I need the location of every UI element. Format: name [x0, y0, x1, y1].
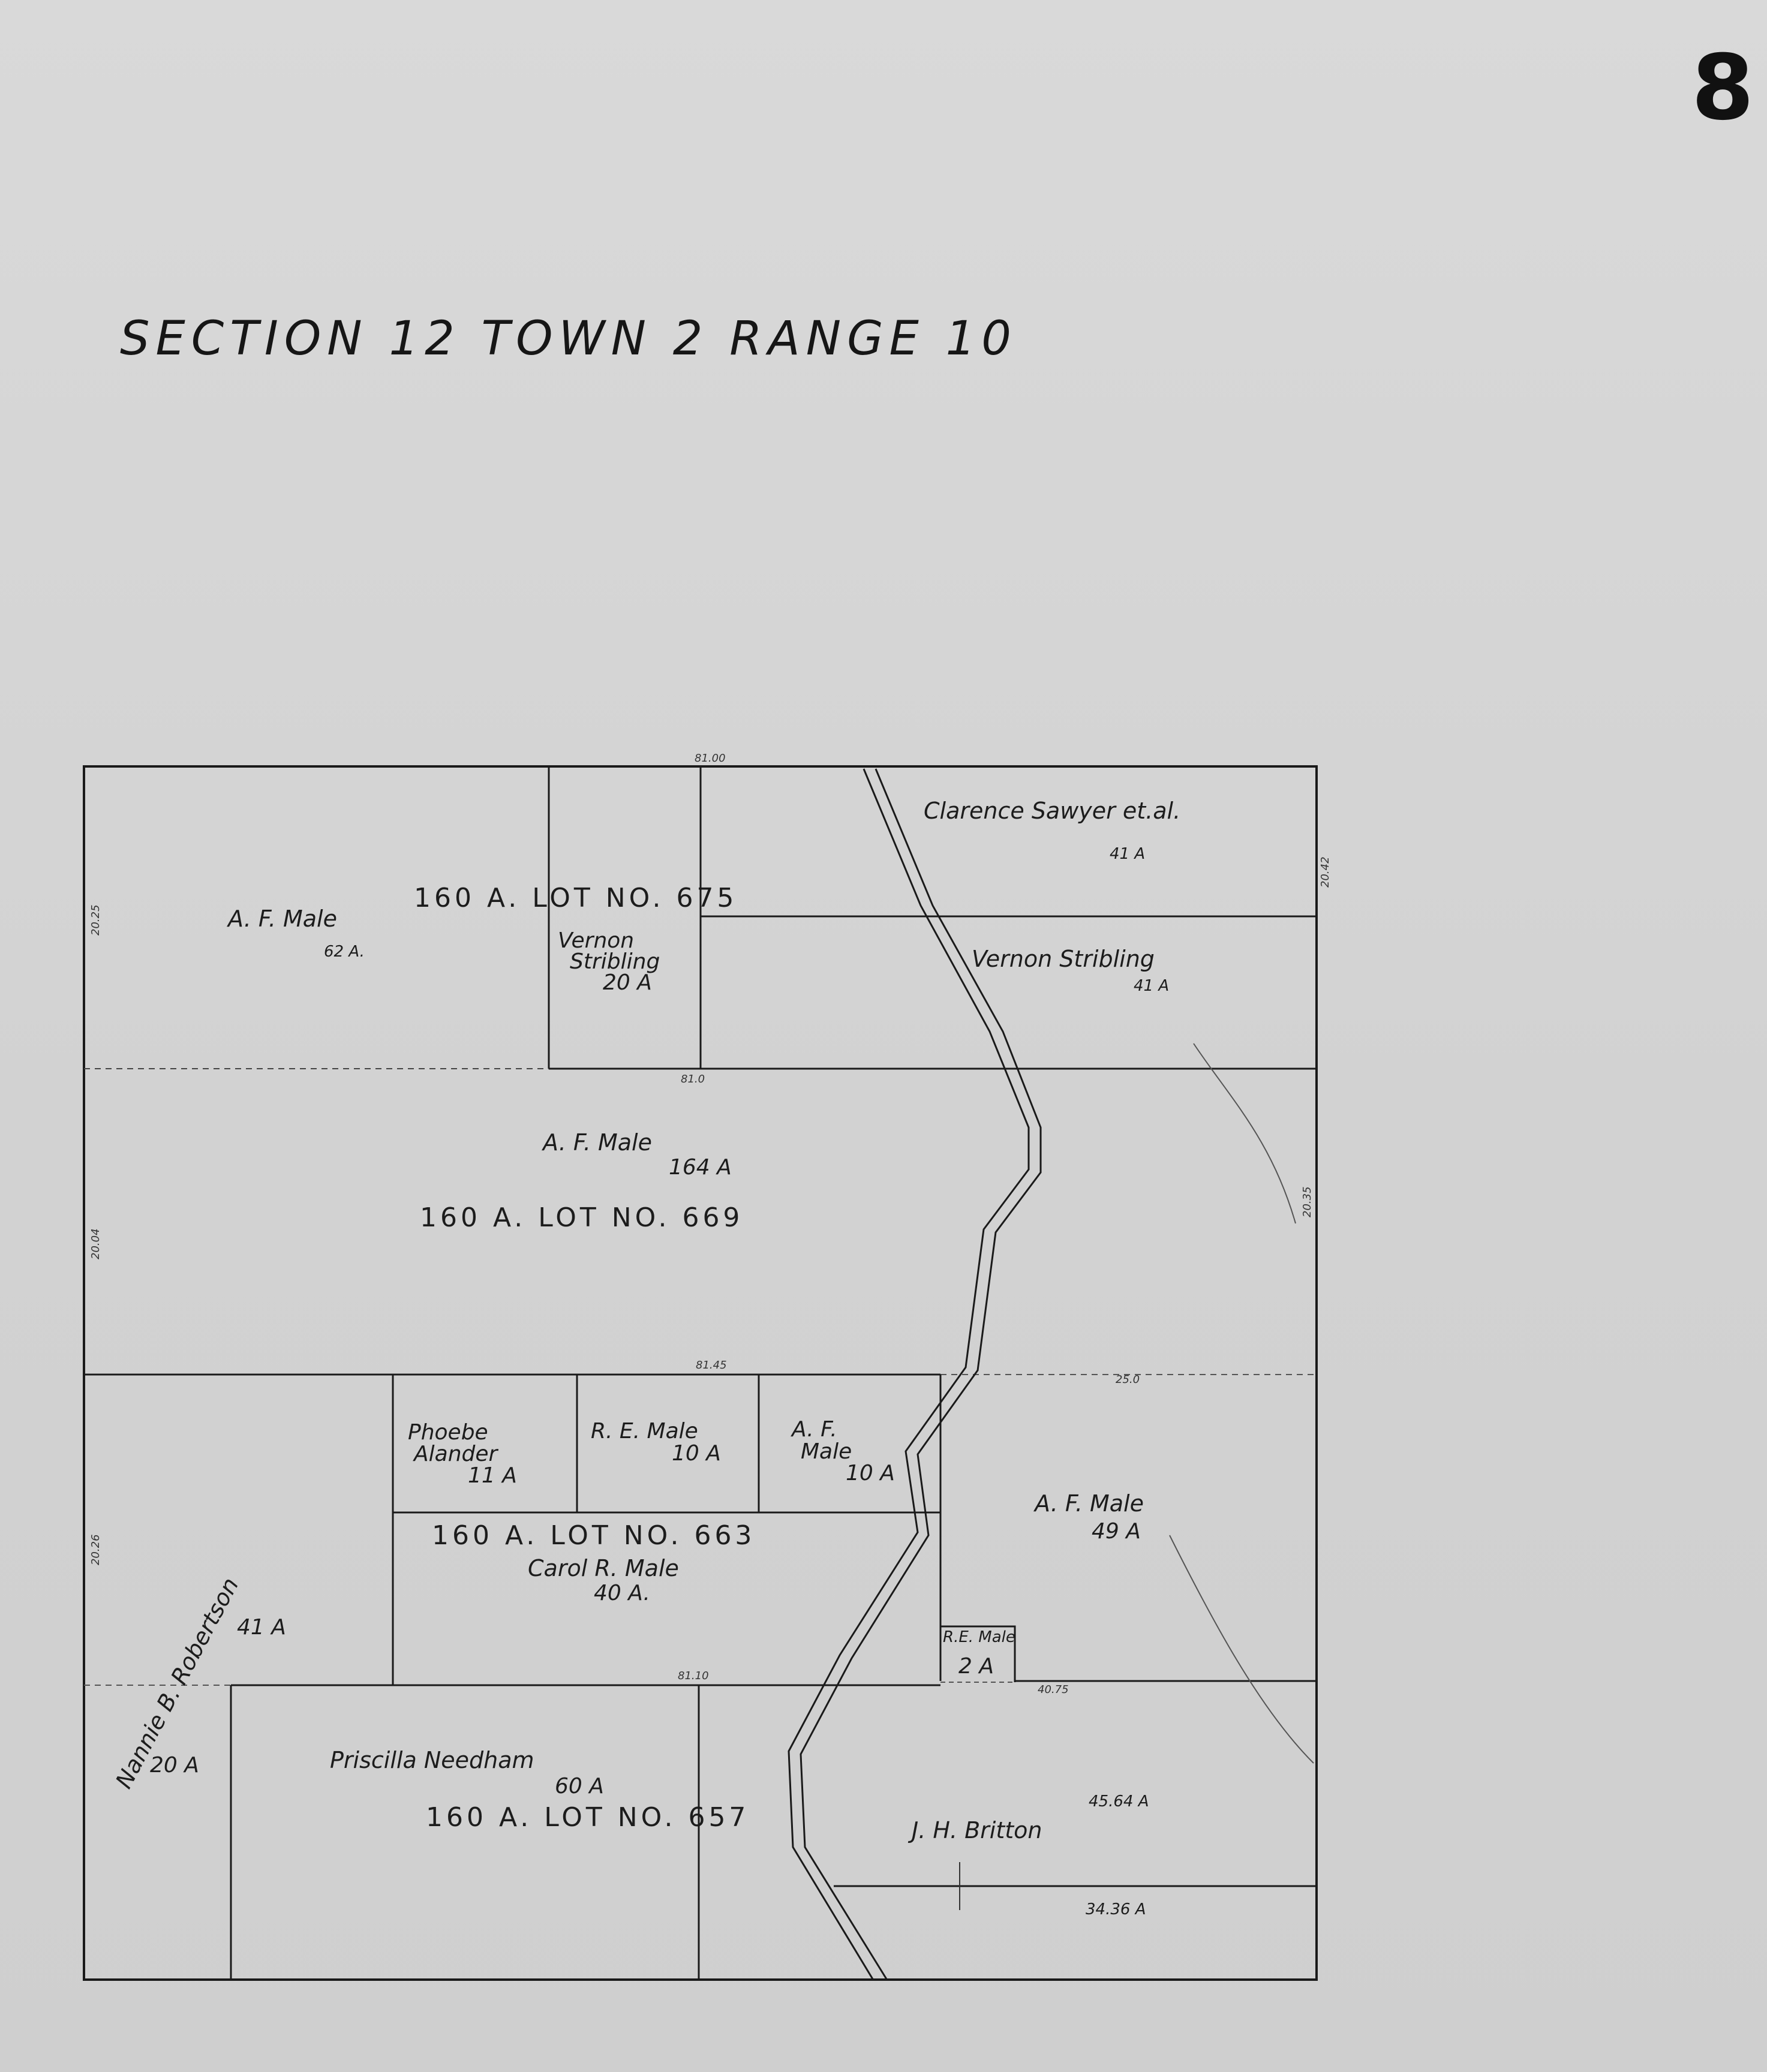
lot-669-label: 160 A. LOT NO. 669 [420, 1202, 743, 1233]
owner-stribling-41: Vernon Stribling [972, 946, 1155, 972]
measure-top: 81.00 [695, 752, 726, 765]
acres-re-male-10: 10 A [672, 1441, 721, 1466]
road-line-east [788, 768, 1030, 1980]
owner-af-male-10-b: Male [801, 1439, 852, 1464]
owner-stribling-20-a: Vernon [558, 928, 634, 953]
acres-49: 49 A [1092, 1519, 1141, 1544]
parcel-line [940, 1625, 1016, 1682]
measure-left-top: 20.25 [89, 904, 102, 936]
owner-stribling-20-b: Stribling [570, 949, 660, 974]
measure-left-low: 20.26 [89, 1534, 102, 1565]
owner-af-male-62: A. F. Male [226, 906, 337, 932]
measure-mid-2: 81.45 [696, 1359, 727, 1372]
creek-line [1169, 1535, 1314, 1764]
measure-right-mid: 20.35 [1301, 1186, 1314, 1217]
owner-af-male-10-a: A. F. [791, 1417, 837, 1442]
owner-sawyer: Clarence Sawyer et.al. [924, 798, 1180, 824]
acres-20: 20 A [603, 970, 652, 995]
acres-sawyer: 41 A [1110, 845, 1145, 863]
lot-675-label: 160 A. LOT NO. 675 [414, 883, 737, 913]
owner-needham: Priscilla Needham [330, 1747, 534, 1773]
acres-alander: 11 A [468, 1463, 517, 1488]
map-title: SECTION 12 TOWN 2 RANGE 10 [120, 312, 1017, 366]
acres-britton-1: 45.64 A [1089, 1793, 1149, 1811]
owner-carol-male: Carol R. Male [528, 1555, 679, 1581]
measure-right-low: 25.0 [1116, 1373, 1140, 1386]
owner-re-male-2: R.E. Male [943, 1628, 1015, 1646]
acres-needham: 60 A [555, 1774, 604, 1799]
measure-bottom: 81.10 [678, 1670, 709, 1682]
measure-left-mid: 20.04 [89, 1228, 102, 1259]
owner-af-male-49: A. F. Male [1033, 1490, 1144, 1517]
measure-bottom-right: 40.75 [1038, 1683, 1069, 1696]
acres-robertson-20: 20 A [150, 1753, 199, 1778]
owner-alander-b: Alander [413, 1442, 499, 1466]
acres-stribling-41: 41 A [1134, 977, 1169, 995]
acres-robertson: 41 A [237, 1615, 286, 1640]
creek-line [1193, 1043, 1296, 1224]
acres-62: 62 A. [324, 943, 365, 961]
road-line-west [800, 768, 1042, 1980]
owner-af-male-164: A. F. Male [541, 1129, 652, 1156]
lot-657-label: 160 A. LOT NO. 657 [426, 1802, 749, 1833]
acres-164: 164 A [669, 1155, 732, 1180]
measure-right-top: 20.42 [1319, 856, 1332, 888]
acres-re-male-2: 2 A [958, 1654, 994, 1679]
acres-carol: 40 A. [594, 1581, 650, 1605]
owner-alander-a: Phoebe [408, 1420, 488, 1445]
acres-af-male-10: 10 A [846, 1461, 895, 1485]
owner-britton: J. H. Britton [907, 1817, 1042, 1844]
acres-britton-2: 34.36 A [1086, 1900, 1146, 1918]
lot-663-label: 160 A. LOT NO. 663 [432, 1520, 755, 1551]
measure-mid-1: 81.0 [681, 1073, 705, 1085]
owner-re-male-10: R. E. Male [591, 1419, 698, 1444]
page-number: 8 [1691, 36, 1754, 140]
